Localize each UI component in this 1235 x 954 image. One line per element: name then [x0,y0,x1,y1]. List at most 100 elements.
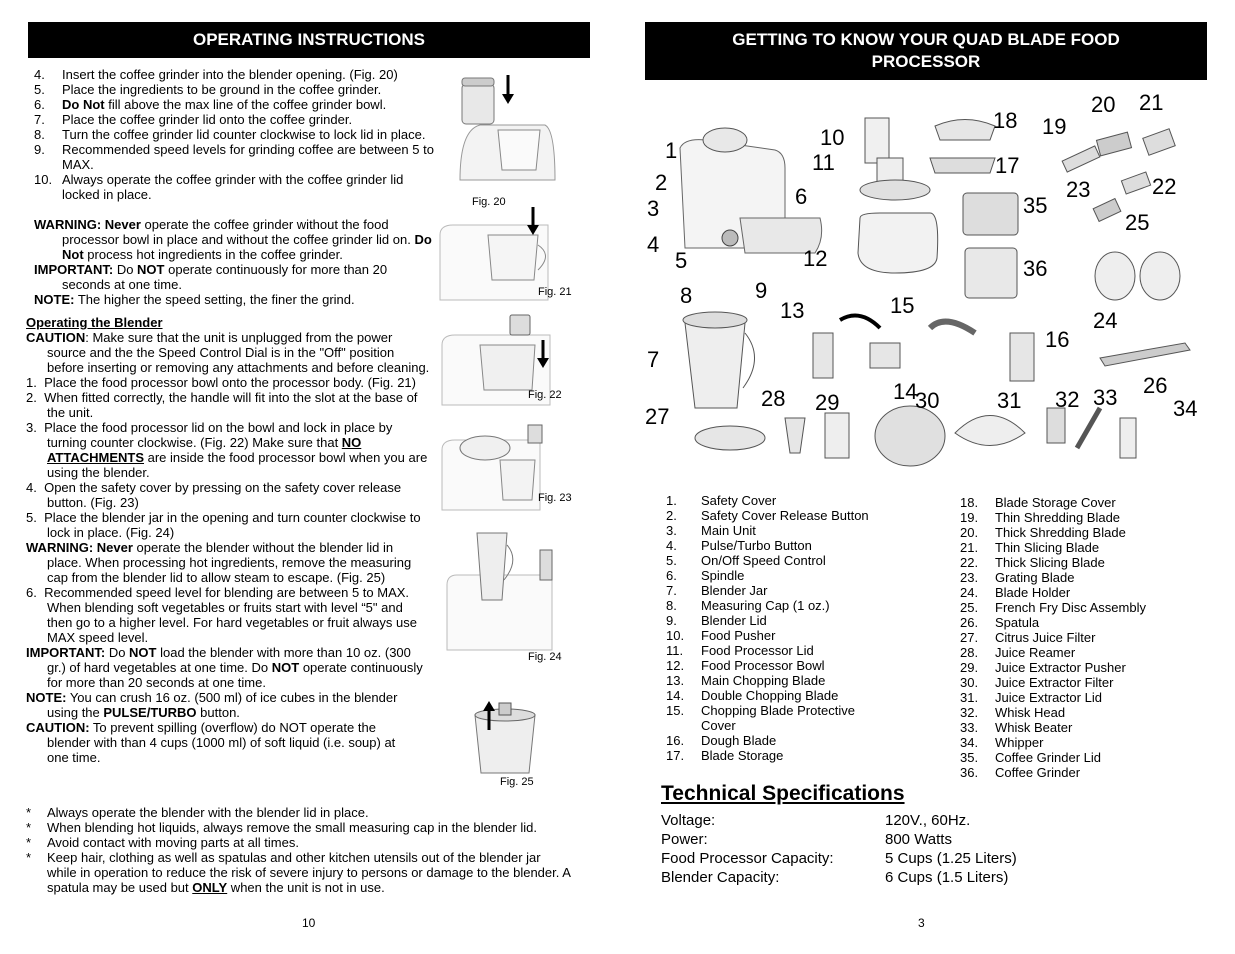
fig-25-illustration [474,701,536,774]
spec-table: Voltage:120V., 60Hz. Power:800 Watts Foo… [661,811,1061,887]
caution-text: CAUTION: To prevent spilling (overflow) … [26,720,396,765]
callout-label: 4 [647,232,659,257]
fig-21-illustration [439,207,549,301]
list-item: 2.Safety Cover Release Button [666,508,869,523]
list-item: 22.Thick Slicing Blade [960,555,1105,570]
list-item: 35.Coffee Grinder Lid [960,750,1101,765]
callout-label: 19 [1042,114,1066,139]
blender-section: Operating the Blender CAUTION: Make sure… [26,315,430,765]
callout-label: 32 [1055,387,1079,412]
list-item: 29.Juice Extractor Pusher [960,660,1126,675]
list-item: 7.Place the coffee grinder lid onto the … [34,112,353,127]
list-item: 10.Always operate the coffee grinder wit… [34,172,404,202]
list-item: 24.Blade Holder [960,585,1071,600]
callout-label: 27 [645,404,669,429]
callout-label: 22 [1152,174,1176,199]
fig-label: Fig. 22 [528,389,562,401]
list-item: 6.Spindle [666,568,745,583]
callout-label: 14 [893,379,917,404]
list-item: 5.Place the ingredients to be ground in … [34,82,382,97]
page-banner: OPERATING INSTRUCTIONS [28,22,590,58]
list-item: 5. Place the blender jar in the opening … [26,510,421,540]
list-item: 31.Juice Extractor Lid [960,690,1102,705]
callout-label: 17 [995,153,1019,178]
list-item: 15.Chopping Blade Protective [666,703,855,718]
list-item: 5.On/Off Speed Control [666,553,826,568]
callout-label: 28 [761,386,785,411]
fig-label: Fig. 25 [500,776,534,788]
list-item: 2. When fitted correctly, the handle wil… [26,390,418,420]
tech-spec-title: Technical Specifications [661,782,905,805]
page-number: 3 [918,916,925,930]
table-row: Blender Capacity:6 Cups (1.5 Liters) [661,869,1009,886]
warning-text: WARNING: Never operate the blender witho… [26,540,412,585]
callout-label: 7 [647,347,659,372]
callout-label: 13 [780,298,804,323]
table-row: Power:800 Watts [661,831,952,848]
note-text: NOTE: The higher the speed setting, the … [34,292,355,307]
callout-label: 30 [915,388,939,413]
callout-label: 34 [1173,396,1197,421]
list-item: 36.Coffee Grinder [960,765,1081,780]
callout-label: 3 [647,196,659,221]
list-item: 12.Food Processor Bowl [666,658,825,673]
list-item: 1.Safety Cover [666,493,777,508]
fig-label: Fig. 20 [472,196,506,208]
warning-text: WARNING: Never operate the coffee grinde… [34,217,432,262]
list-item: 7.Blender Jar [666,583,768,598]
callout-label: 15 [890,293,914,318]
parts-list-1: 1.Safety Cover 2.Safety Cover Release Bu… [661,493,921,763]
list-item: 28.Juice Reamer [960,645,1076,660]
callout-label: 9 [755,278,767,303]
important-text: IMPORTANT: Do NOT load the blender with … [26,645,423,690]
list-item: *When blending hot liquids, always remov… [26,820,537,835]
list-item: 6. Recommended speed level for blending … [26,585,417,645]
fig-20-illustration [459,75,556,181]
page-number: 10 [302,916,316,930]
list-item: 17.Blade Storage [666,748,784,763]
callout-label: 31 [997,388,1021,413]
list-item: 18.Blade Storage Cover [960,495,1116,510]
list-item: 6.Do Not fill above the max line of the … [34,97,387,112]
list-item: 21.Thin Slicing Blade [960,540,1100,555]
list-item: 23.Grating Blade [960,570,1075,585]
callout-label: 8 [680,283,692,308]
list-item: 32.Whisk Head [960,705,1066,720]
list-item: 9.Recommended speed levels for grinding … [34,142,434,172]
grinder-warnings: WARNING: Never operate the coffee grinde… [27,217,439,307]
safety-bullets: *Always operate the blender with the ble… [26,805,571,895]
grinder-steps: 4.Insert the coffee grinder into the ble… [27,67,442,202]
list-item: 26.Spatula [960,615,1040,630]
table-row: Voltage:120V., 60Hz. [661,812,971,829]
fig-label: Fig. 23 [538,492,572,504]
section-heading: Operating the Blender [26,315,163,330]
callout-label: 21 [1139,90,1163,115]
callout-label: 2 [655,170,667,195]
list-item: 3.Main Unit [666,523,756,538]
callout-label: 18 [993,108,1017,133]
list-item: 8.Turn the coffee grinder lid counter cl… [34,127,426,142]
list-item: 19.Thin Shredding Blade [960,510,1121,525]
fig-label: Fig. 21 [538,286,572,298]
list-item: 4. Open the safety cover by pressing on … [26,480,402,510]
list-item: 27.Citrus Juice Filter [960,630,1096,645]
list-item: 33.Whisk Beater [960,720,1073,735]
table-row: Food Processor Capacity:5 Cups (1.25 Lit… [661,850,1017,867]
callout-label: 24 [1093,308,1117,333]
list-item: 4.Pulse/Turbo Button [666,538,812,553]
page-banner: GETTING TO KNOW YOUR QUAD BLADE FOOD PRO… [645,22,1207,80]
list-item: 20.Thick Shredding Blade [960,525,1126,540]
list-item: *Always operate the blender with the ble… [26,805,369,820]
callout-label: 6 [795,184,807,209]
list-item: 11.Food Processor Lid [666,643,814,658]
list-item: 1. Place the food processor bowl onto th… [26,375,416,390]
list-item: 16.Dough Blade [666,733,777,748]
list-item: 14.Double Chopping Blade [666,688,839,703]
list-item: 34.Whipper [960,735,1044,750]
list-item: *Keep hair, clothing as well as spatulas… [26,850,571,895]
list-item: 4.Insert the coffee grinder into the ble… [34,67,398,82]
list-item: 8.Measuring Cap (1 oz.) [666,598,830,613]
list-item: Cover [701,718,736,733]
callout-label: 36 [1023,256,1047,281]
fig-24-illustration [446,532,553,651]
